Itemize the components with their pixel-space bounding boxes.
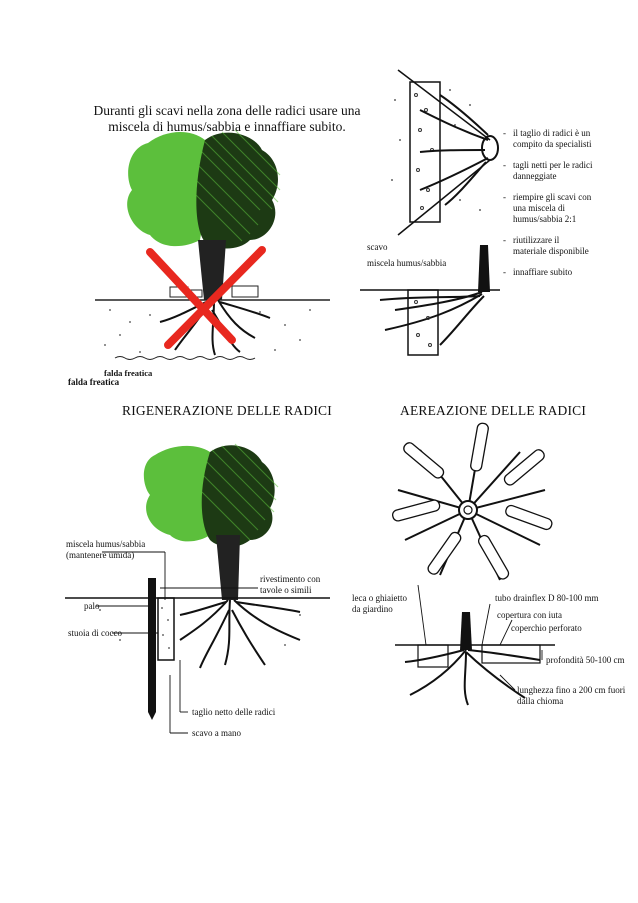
bullet-item: -il taglio di radici è un compito da spe…: [503, 128, 592, 149]
label-palo: palo: [84, 601, 100, 611]
label-lunghezza: lunghezza fino a 200 cm fuori dalla chio…: [517, 685, 626, 706]
label-miscela-humus: miscela humus/sabbia: [367, 258, 447, 268]
bullet-item: -riempire gli scavi con una miscela di h…: [503, 192, 592, 224]
caption-scavi: Duranti gli scavi nella zona delle radic…: [92, 103, 362, 135]
label-falda-freatica: falda freatica: [68, 377, 120, 387]
root-cut-section-lower: [360, 245, 500, 356]
bullet-item: -innaffiare subito: [503, 267, 573, 277]
bullet-item: -tagli netti per le radici danneggiate: [503, 160, 593, 181]
tree-crown-1: [127, 129, 281, 249]
aeration-plan-view: [391, 422, 553, 581]
label-stuoia: stuoia di cocco: [68, 628, 122, 638]
title-rigenerazione: RIGENERAZIONE DELLE RADICI: [122, 403, 332, 418]
label-coperchio: coperchio perforato: [511, 623, 582, 633]
label-falda-small: falda freatica: [104, 368, 153, 378]
label-tubo: tubo drainflex D 80-100 mm: [495, 593, 599, 603]
label-profondita: profondità 50-100 cm: [546, 655, 625, 665]
label-leca: leca o ghiaietto da giardino: [352, 593, 407, 614]
caption-line-2: miscela di humus/sabbia e innaffiare sub…: [108, 119, 346, 134]
label-scavo-mano: scavo a mano: [192, 728, 241, 738]
bullet-item: -riutilizzare il materiale disponibile: [503, 235, 589, 256]
regeneration-tree: [65, 443, 330, 734]
label-scavo: scavo: [367, 242, 388, 252]
label-miscela-umida: miscela humus/sabbia (mantenere umida): [66, 539, 146, 560]
caption-line-1: Duranti gli scavi nella zona delle radic…: [93, 103, 361, 118]
label-copertura: copertura con iuta: [497, 610, 562, 620]
bullet-list: -il taglio di radici è un compito da spe…: [503, 128, 598, 278]
label-taglio: taglio netto delle radici: [192, 707, 276, 717]
label-rivestimento: rivestimento con tavole o simili: [260, 574, 321, 595]
title-aereazione: AEREAZIONE DELLE RADICI: [400, 403, 587, 418]
root-cut-section-upper: [391, 69, 499, 236]
aeration-section-view: [395, 584, 555, 706]
